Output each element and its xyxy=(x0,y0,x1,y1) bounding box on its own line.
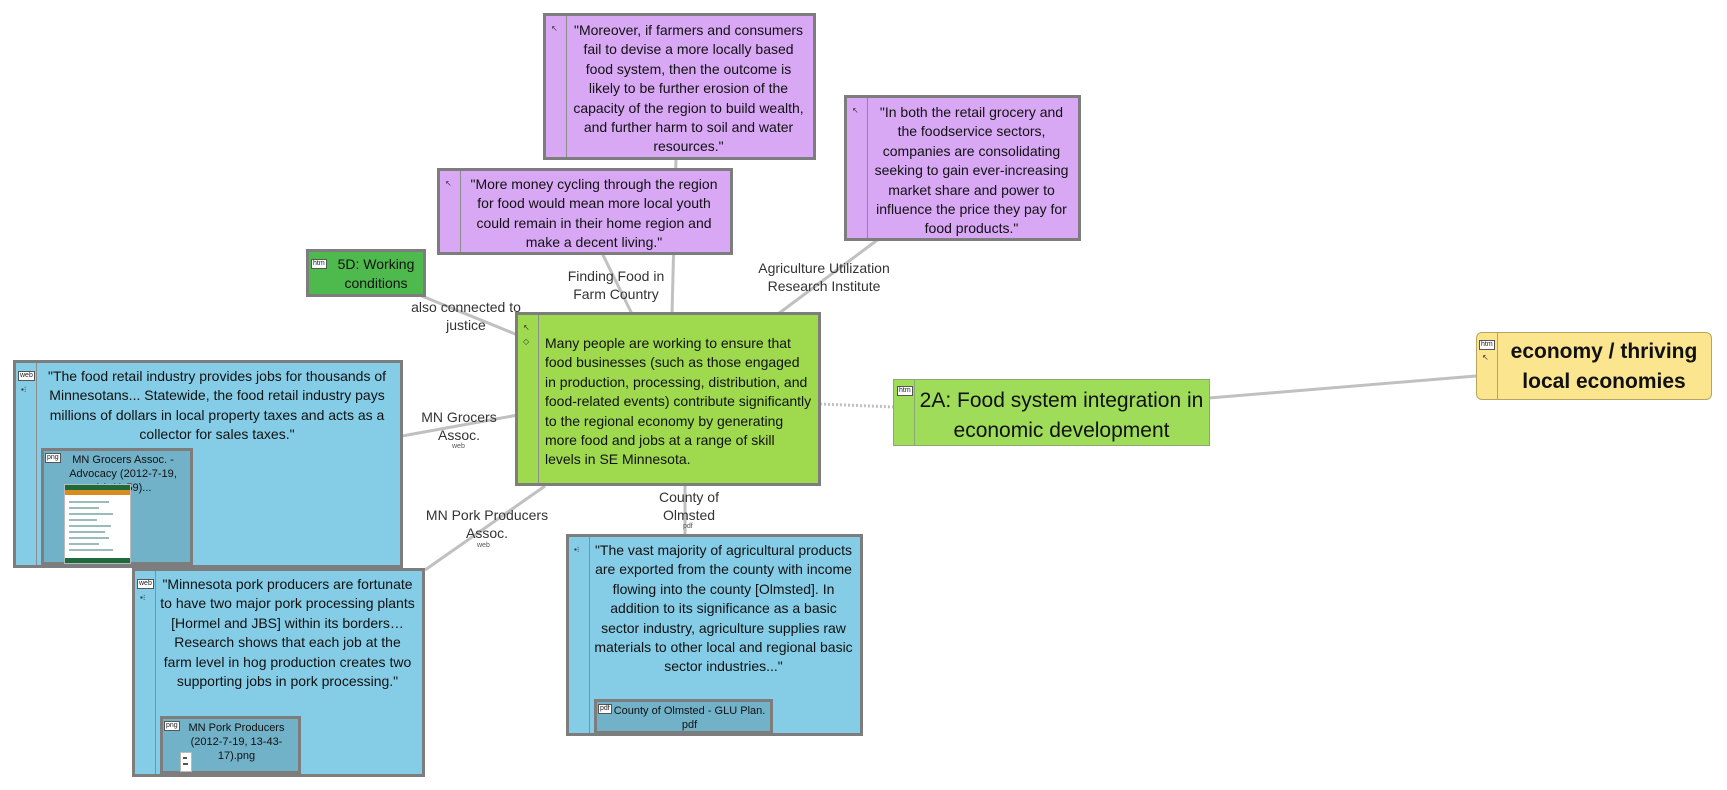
edge-label-mn-pork: MN Pork Producers Assoc. xyxy=(425,507,549,541)
edge-integration xyxy=(819,402,895,409)
edge-working xyxy=(411,290,521,338)
png-tag: png xyxy=(45,453,61,463)
quote-olmsted-text: "The vast majority of agricultural produ… xyxy=(594,542,853,675)
web-source-tag: web xyxy=(452,443,465,450)
node-gutter xyxy=(569,537,590,733)
expand-icon[interactable]: ▪⁝ xyxy=(21,385,27,394)
grocers-attachment[interactable]: png MN Grocers Assoc. - Advocacy (2012-7… xyxy=(41,448,193,565)
quote-retail-node[interactable]: ↖ "In both the retail grocery and the fo… xyxy=(844,95,1081,241)
quote-moreover-text: "Moreover, if farmers and consumers fail… xyxy=(573,22,804,155)
edge-label-agri-institute: Agriculture Utilization Research Institu… xyxy=(758,260,890,294)
central-topic-text: Many people are working to ensure that f… xyxy=(545,335,812,468)
link-icon: ↖ xyxy=(523,323,530,332)
integration-node[interactable]: htm 2A: Food system integration in econo… xyxy=(893,379,1210,446)
edge-retail xyxy=(777,236,881,316)
pork-screenshot-thumbnail xyxy=(180,752,192,772)
quote-moreover-node[interactable]: ↖ "Moreover, if farmers and consumers fa… xyxy=(543,13,816,160)
expand-icon[interactable]: ▪⁝ xyxy=(574,545,580,554)
quote-retail-text: "In both the retail grocery and the food… xyxy=(874,104,1069,237)
edge-money xyxy=(600,252,634,315)
htm-tag: htm xyxy=(311,259,327,269)
olmsted-attachment[interactable]: pdf County of Olmsted - GLU Plan. pdf xyxy=(594,699,773,734)
png-tag: png xyxy=(164,721,180,731)
integration-text: 2A: Food system integration in economic … xyxy=(919,389,1204,442)
pdf-tag: pdf xyxy=(598,704,612,714)
web-tag: web xyxy=(18,371,35,381)
edge-label-finding-food: Finding Food in Farm Country xyxy=(567,268,665,302)
quote-money-node[interactable]: ↖ "More money cycling through the region… xyxy=(437,168,733,255)
htm-tag: htm xyxy=(1479,340,1495,350)
working-conditions-node[interactable]: htm 5D: Working conditions xyxy=(306,249,426,297)
quote-grocers-node[interactable]: web ▪⁝ "The food retail industry provide… xyxy=(13,360,403,568)
olmsted-attachment-text: County of Olmsted - GLU Plan. pdf xyxy=(613,705,766,731)
node-gutter xyxy=(16,363,37,565)
htm-tag: htm xyxy=(897,386,913,396)
node-gutter xyxy=(894,380,915,445)
web-source-tag: web xyxy=(477,542,490,549)
edge-label-olmsted: County of Olmsted xyxy=(659,489,719,523)
node-gutter xyxy=(309,252,330,294)
quote-pork-node[interactable]: web ▪⁝ "Minnesota pork producers are for… xyxy=(132,568,425,777)
node-gutter xyxy=(518,315,539,483)
quote-grocers-text: "The food retail industry provides jobs … xyxy=(47,368,387,443)
link-icon: ↖ xyxy=(551,24,558,33)
node-gutter xyxy=(546,16,567,157)
quote-pork-text: "Minnesota pork producers are fortunate … xyxy=(160,576,415,690)
node-gutter xyxy=(135,571,156,774)
link-icon: ↖ xyxy=(852,106,859,115)
edge-grocers xyxy=(401,413,519,438)
quote-olmsted-node[interactable]: ▪⁝ "The vast majority of agricultural pr… xyxy=(566,534,863,736)
edge-economy xyxy=(1208,374,1477,400)
link-icon: ↖ xyxy=(1482,353,1489,362)
link-icon: ↖ xyxy=(445,179,452,188)
pdf-source-tag: pdf xyxy=(683,523,693,530)
node-gutter xyxy=(1477,333,1498,399)
grocers-screenshot-thumbnail xyxy=(64,484,131,564)
edge-label-mn-grocers: MN Grocers Assoc. xyxy=(421,409,497,443)
working-conditions-text: 5D: Working conditions xyxy=(337,256,415,292)
expand-icon[interactable]: ◇ xyxy=(523,337,530,346)
central-topic-node[interactable]: ↖ ◇ Many people are working to ensure th… xyxy=(515,312,821,486)
web-tag: web xyxy=(137,579,154,589)
pork-attachment[interactable]: png MN Pork Producers (2012-7-19, 13-43-… xyxy=(160,716,301,774)
edge-pork xyxy=(424,484,546,572)
economy-node[interactable]: htm ↖ economy / thriving local economies xyxy=(1476,332,1712,400)
pork-attachment-text: MN Pork Producers (2012-7-19, 13-43-17).… xyxy=(188,722,285,762)
edge-label-also-connected: also connected to justice xyxy=(411,299,521,333)
node-gutter xyxy=(847,98,868,238)
expand-icon[interactable]: ▪⁝ xyxy=(140,593,146,602)
economy-text: economy / thriving local economies xyxy=(1510,340,1698,393)
node-gutter xyxy=(440,171,461,252)
quote-money-text: "More money cycling through the region f… xyxy=(470,176,718,251)
